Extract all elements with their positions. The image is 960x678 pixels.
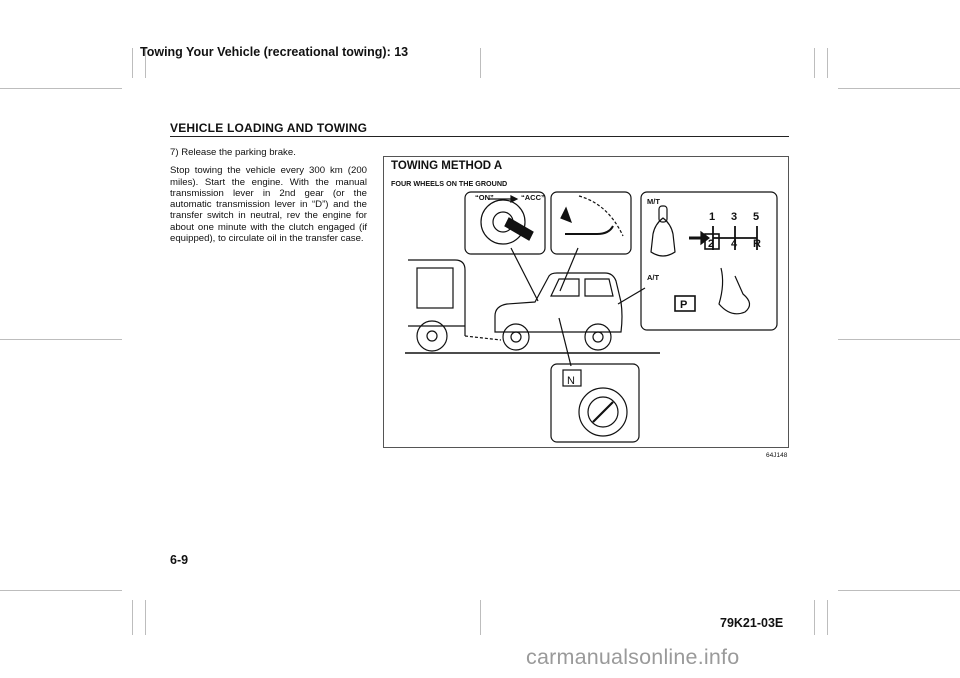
figure-subtitle: FOUR WHEELS ON THE GROUND (391, 179, 508, 188)
transfer-callout (550, 363, 640, 443)
down-arrow-icon (560, 206, 573, 224)
towing-illustration: “ON” “ACC” M/T A/T 1 3 5 2 4 R P N (405, 191, 778, 443)
park-label: P (680, 299, 687, 311)
document-code: 79K21-03E (720, 616, 784, 630)
gear-2-box (704, 233, 720, 250)
paragraph-text: Stop towing the vehicle every 300 km (20… (170, 165, 367, 245)
ignition-acc-label: “ACC” (521, 193, 545, 202)
section-title: VEHICLE LOADING AND TOWING (170, 121, 368, 135)
ignition-on-label: “ON” (475, 193, 494, 202)
body-text: 7) Release the parking brake. Stop towin… (170, 147, 367, 251)
crop-mark (838, 339, 960, 340)
car-front-wheel (502, 323, 530, 351)
page-number: 6-9 (170, 553, 189, 567)
crop-mark (132, 600, 133, 635)
mt-label: M/T (647, 197, 660, 206)
crop-mark (0, 339, 122, 340)
crop-mark (814, 600, 815, 635)
gear-5-label: 5 (753, 211, 759, 223)
crop-mark (480, 48, 481, 78)
running-header: Towing Your Vehicle (recreational towing… (140, 45, 409, 59)
callout-line (559, 247, 579, 292)
automatic-shifter (718, 267, 751, 315)
tow-vehicle (408, 259, 466, 336)
parking-brake-lever (565, 225, 614, 235)
gear-r-label: R (753, 238, 761, 250)
gear-1-label: 1 (709, 211, 715, 223)
step-text: 7) Release the parking brake. (170, 147, 296, 158)
section-rule (170, 136, 789, 137)
manual-shifter (650, 217, 676, 257)
key-icon (504, 217, 534, 241)
gear-2-label: 2 (708, 238, 714, 250)
crop-mark (838, 590, 960, 591)
tow-vehicle-window (416, 267, 454, 309)
ignition-callout (464, 191, 546, 255)
neutral-label: N (567, 375, 575, 387)
crop-mark (838, 88, 960, 89)
figure-frame (383, 156, 789, 448)
watermark: carmanualsonline.info (526, 645, 740, 669)
transfer-switch (578, 387, 628, 437)
at-label: A/T (647, 273, 660, 282)
tow-bar (464, 335, 502, 341)
crop-mark (145, 48, 146, 78)
crop-mark (814, 48, 815, 78)
park-box (674, 295, 696, 312)
brake-callout (550, 191, 632, 255)
callout-line (558, 317, 572, 367)
car-rear-wheel (584, 323, 612, 351)
towed-car (494, 272, 623, 333)
crop-mark (827, 48, 828, 78)
crop-mark (132, 48, 133, 78)
callout-line (510, 247, 539, 302)
figure-title: TOWING METHOD A (391, 160, 503, 172)
gear-4-label: 4 (731, 238, 738, 250)
transmission-callout (640, 191, 778, 331)
crop-mark (0, 88, 122, 89)
crop-mark (0, 590, 122, 591)
neutral-box (562, 369, 582, 387)
tow-vehicle-wheel (416, 320, 448, 352)
crop-mark (480, 600, 481, 635)
figure-code: 64J148 (766, 452, 788, 459)
ignition-switch (480, 199, 526, 245)
arrow-icon (510, 195, 519, 203)
crop-mark (827, 600, 828, 635)
gear-3-label: 3 (731, 211, 737, 223)
crop-mark (145, 600, 146, 635)
